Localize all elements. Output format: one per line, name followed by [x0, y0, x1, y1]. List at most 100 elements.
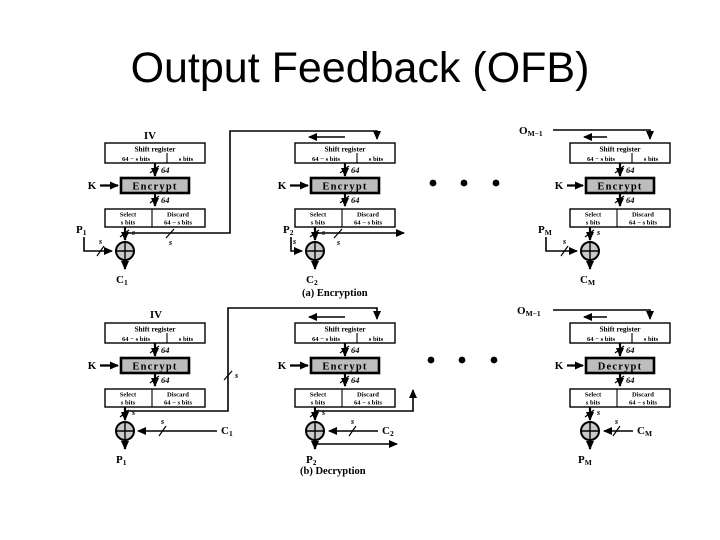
s-width-label: s	[321, 408, 325, 417]
reg-right-label: s bits	[644, 156, 659, 163]
select-label: Select	[585, 392, 602, 399]
wires	[553, 309, 654, 450]
encrypt-label: Encrypt	[597, 182, 642, 193]
s-width-label: s	[168, 238, 172, 247]
discard-bits-label: 64 − s bits	[164, 220, 193, 227]
shift-register-box	[569, 142, 671, 164]
select-label: Select	[120, 392, 137, 399]
ciphertext-label: C1	[221, 425, 233, 438]
reg-right-label: s bits	[369, 156, 384, 163]
select-discard-box	[569, 208, 671, 228]
plaintext-label: P1	[116, 454, 127, 467]
reg-left-label: 64 − s bits	[587, 156, 616, 163]
s-width-label: s	[350, 417, 354, 426]
dec-block-m: OM−1 Shift register 64 − s bits s bits 6…	[517, 305, 671, 467]
width-64-label: 64	[351, 165, 360, 175]
select-bits-label: s bits	[121, 400, 136, 407]
shift-register-label: Shift register	[324, 325, 366, 334]
reg-right-label: s bits	[179, 156, 194, 163]
select-bits-label: s bits	[311, 220, 326, 227]
encrypt-label: Encrypt	[132, 362, 177, 373]
wires	[290, 313, 417, 450]
shift-register-label: Shift register	[134, 325, 176, 334]
s-width-label: s	[234, 371, 238, 380]
s-width-label: s	[596, 228, 600, 237]
enc-block-2: Shift register 64 − s bits s bits 64 K E…	[278, 133, 405, 287]
slide-title: Output Feedback (OFB)	[130, 44, 590, 92]
ciphertext-label: C1	[116, 274, 128, 287]
decrypt-label: Decrypt	[598, 362, 643, 373]
width-64-label: 64	[351, 375, 360, 385]
shift-register-box	[294, 142, 396, 164]
s-width-label: s	[614, 417, 618, 426]
encrypt-box	[309, 356, 381, 375]
encrypt-label: Encrypt	[132, 182, 177, 193]
plaintext-label: PM	[538, 224, 552, 237]
wires	[545, 129, 654, 270]
select-bits-label: s bits	[586, 220, 601, 227]
enc-block-1: IV Shift register 64 − s bits s bits 64 …	[76, 130, 381, 287]
select-discard-box	[294, 208, 396, 228]
reg-left-label: 64 − s bits	[122, 336, 151, 343]
select-label: Select	[310, 212, 327, 219]
width-64-label: 64	[351, 195, 360, 205]
s-width-label: s	[321, 228, 325, 237]
shift-register-label: Shift register	[599, 145, 641, 154]
wires	[83, 130, 381, 270]
discard-bits-label: 64 − s bits	[354, 400, 383, 407]
ciphertext-label: C2	[382, 425, 394, 438]
shift-register-box	[569, 322, 671, 344]
shift-register-label: Shift register	[134, 145, 176, 154]
reg-left-label: 64 − s bits	[587, 336, 616, 343]
key-label: K	[555, 180, 564, 192]
shift-register-box	[104, 142, 206, 164]
key-label: K	[88, 180, 97, 192]
encrypt-label: Encrypt	[322, 362, 367, 373]
section-a-caption: (a) Encryption	[302, 288, 368, 299]
key-label: K	[278, 180, 287, 192]
s-width-label: s	[98, 237, 102, 246]
s-width-label: s	[131, 408, 135, 417]
s-width-label: s	[131, 228, 135, 237]
width-64-label: 64	[626, 195, 635, 205]
select-bits-label: s bits	[121, 220, 136, 227]
dec-block-2: Shift register 64 − s bits s bits 64 K E…	[278, 313, 417, 467]
ellipsis-encryption	[429, 179, 500, 187]
discard-bits-label: 64 − s bits	[629, 400, 658, 407]
reg-right-label: s bits	[644, 336, 659, 343]
discard-label: Discard	[357, 212, 379, 219]
width-64-label: 64	[626, 345, 635, 355]
width-64-label: 64	[626, 375, 635, 385]
plaintext-label: P2	[306, 454, 317, 467]
select-discard-box	[104, 208, 206, 228]
encrypt-box	[119, 356, 191, 375]
width-64-label: 64	[161, 195, 170, 205]
reg-right-label: s bits	[369, 336, 384, 343]
select-label: Select	[120, 212, 137, 219]
encrypt-box	[584, 176, 656, 195]
width-64-label: 64	[351, 345, 360, 355]
s-width-label: s	[562, 237, 566, 246]
iv-label: IV	[144, 130, 156, 142]
select-label: Select	[585, 212, 602, 219]
width-64-label: 64	[161, 345, 170, 355]
select-bits-label: s bits	[311, 400, 326, 407]
width-64-label: 64	[161, 165, 170, 175]
section-b-caption: (b) Decryption	[300, 466, 366, 477]
ciphertext-label: C2	[306, 274, 318, 287]
discard-bits-label: 64 − s bits	[354, 220, 383, 227]
iv-label: IV	[150, 309, 162, 321]
discard-label: Discard	[167, 392, 189, 399]
select-discard-box	[569, 388, 671, 408]
encrypt-box	[309, 176, 381, 195]
width-64-label: 64	[161, 375, 170, 385]
shift-register-label: Shift register	[324, 145, 366, 154]
ciphertext-label: CM	[637, 425, 652, 438]
discard-bits-label: 64 − s bits	[164, 400, 193, 407]
dec-block-1: IV Shift register 64 − s bits s bits 64 …	[88, 307, 381, 467]
output-feed-label: OM−1	[519, 125, 543, 138]
s-width-label: s	[596, 408, 600, 417]
key-label: K	[278, 360, 287, 372]
output-feed-label: OM−1	[517, 305, 541, 318]
